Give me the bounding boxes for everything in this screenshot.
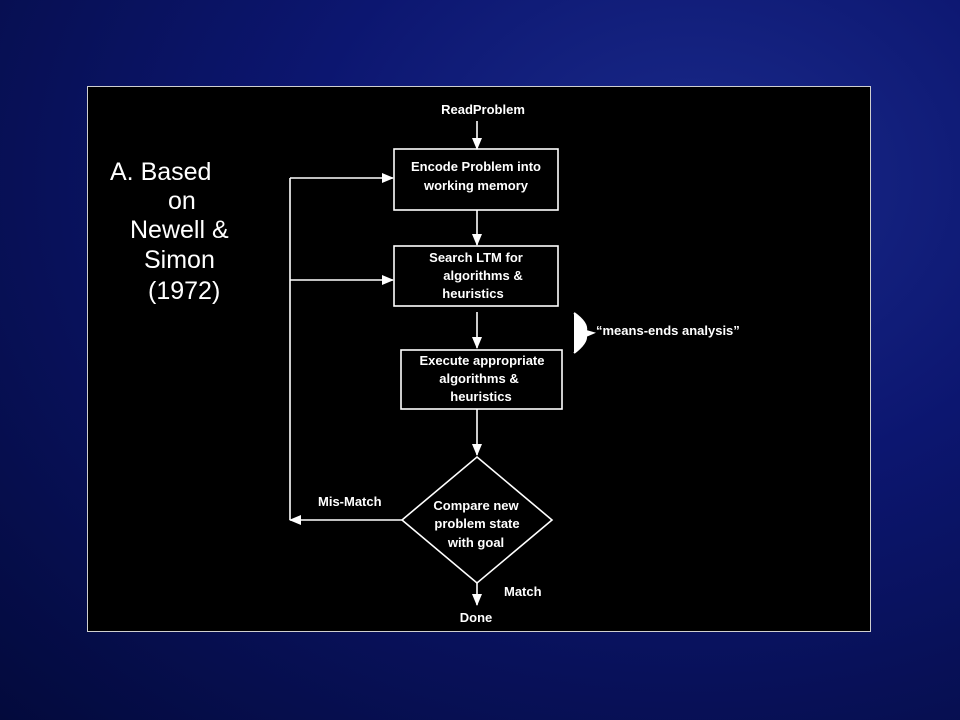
title-line-2: on — [168, 187, 196, 215]
encode-box — [393, 148, 559, 211]
mismatch-label: Mis-Match — [318, 494, 382, 509]
search-box-line-1: Search LTM for — [429, 250, 523, 265]
search-box-line-2: algorithms & — [443, 268, 522, 283]
execute-box — [400, 349, 563, 410]
compare-line-1: Compare new — [433, 498, 519, 513]
match-label: Match — [504, 584, 542, 599]
search-box-line-3: heuristics — [442, 286, 503, 301]
execute-box-line-2: algorithms & — [439, 371, 518, 386]
execute-box-line-3: heuristics — [450, 389, 511, 404]
compare-line-3: with goal — [447, 535, 504, 550]
flowchart-diagram: A. Based on Newell & Simon (1972) ReadPr… — [110, 102, 740, 625]
title-line-1: A. Based — [110, 158, 211, 186]
slide-frame: A. Based on Newell & Simon (1972) ReadPr… — [87, 86, 871, 632]
done-label: Done — [460, 610, 493, 625]
title-line-3: Newell & — [130, 216, 229, 244]
encode-box-line-2: working memory — [423, 178, 529, 193]
encode-box-line-1: Encode Problem into — [411, 159, 541, 174]
title-line-4: Simon — [144, 246, 215, 274]
compare-line-2: problem state — [434, 516, 519, 531]
start-label: ReadProblem — [441, 102, 525, 117]
title-line-5: (1972) — [148, 277, 220, 305]
execute-box-line-1: Execute appropriate — [420, 353, 545, 368]
means-ends-note: “means-ends analysis” — [596, 323, 740, 338]
search-ltm-box — [393, 245, 559, 307]
curly-bracket — [573, 312, 596, 354]
